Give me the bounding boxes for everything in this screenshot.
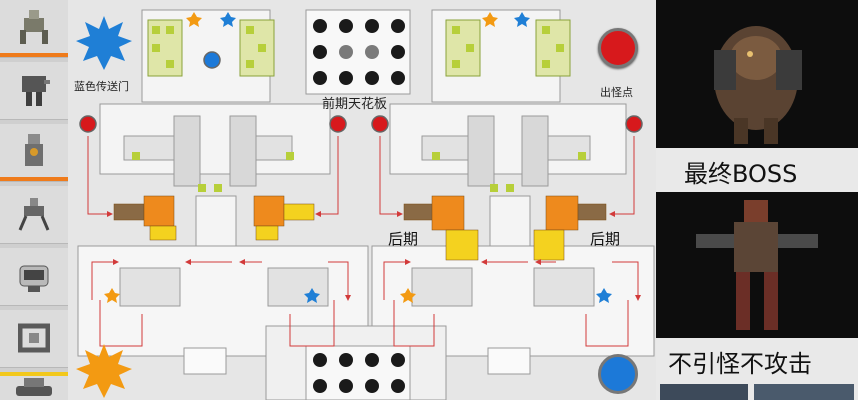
final-boss-monster-icon	[714, 26, 802, 144]
small-star-markers	[104, 12, 612, 303]
blue-button-icon[interactable]	[598, 354, 638, 394]
final-boss-image	[656, 0, 858, 148]
cannon-tank-icon	[19, 265, 49, 292]
bottom-thumbnails	[656, 382, 858, 400]
spawn-point-icon[interactable]	[598, 28, 638, 68]
unit-cannon-tank[interactable]	[0, 248, 68, 306]
neutral-mech-monster-icon	[696, 200, 818, 330]
no-aggro-label: 不引怪不攻击	[668, 350, 812, 378]
heavy-mech-icon	[22, 76, 50, 106]
thumbnail-1[interactable]	[660, 384, 748, 400]
unit-heavy-mech[interactable]	[0, 62, 68, 120]
blue-portal-star-icon[interactable]	[76, 16, 132, 70]
unit-sidebar	[0, 0, 68, 400]
final-boss-label: 最终BOSS	[684, 160, 798, 188]
drone-walker-icon	[18, 198, 50, 231]
blue-portal-label: 蓝色传送门	[74, 80, 129, 93]
spawn-point-label: 出怪点	[600, 86, 633, 99]
late-stage-right-label: 后期	[590, 230, 621, 248]
thumbnail-2[interactable]	[754, 384, 854, 400]
tank-tracked-icon	[16, 378, 52, 396]
turret-tower-icon	[25, 134, 43, 166]
tower-defense-map	[68, 0, 656, 400]
late-stage-left-label: 后期	[388, 230, 419, 248]
mech-crab-icon	[20, 10, 48, 44]
neutral-mech-image	[656, 192, 858, 338]
unit-frame-turret[interactable]	[0, 310, 68, 368]
unit-tank-tracked[interactable]	[0, 372, 68, 400]
ceiling-label: 前期天花板	[322, 97, 388, 112]
unit-drone-walker[interactable]	[0, 186, 68, 244]
frame-turret-icon	[18, 323, 50, 353]
orange-portal-star-icon[interactable]	[76, 344, 132, 398]
unit-turret-tower[interactable]	[0, 124, 68, 182]
unit-mech-crab[interactable]	[0, 0, 68, 58]
